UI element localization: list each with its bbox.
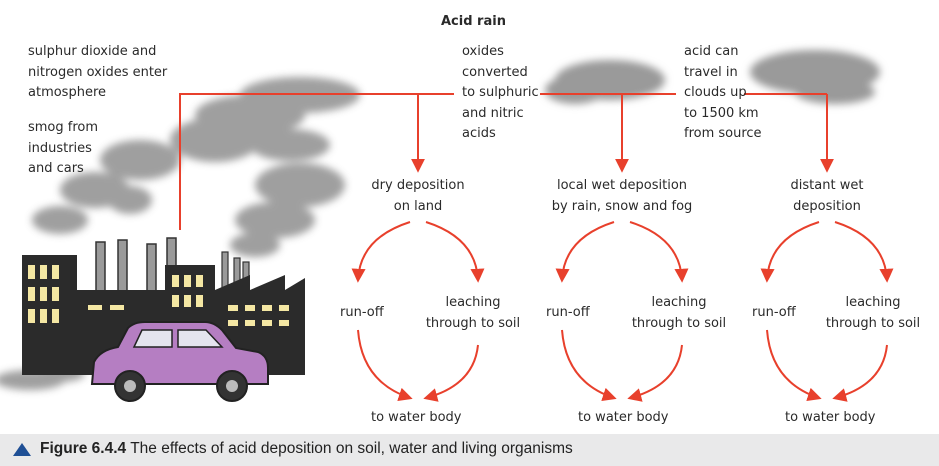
- arrow-to-leaching-dry: [425, 221, 485, 283]
- leaching-label-local-wet: leaching through to soil: [631, 295, 727, 331]
- caption-description: The effects of acid deposition on soil, …: [130, 440, 573, 457]
- leaching-label-dry: leaching through to soil: [425, 295, 521, 331]
- deposition-cycles: [351, 221, 894, 402]
- runoff-label-distant-wet: run-off: [752, 305, 796, 320]
- runoff-label-dry: run-off: [340, 305, 384, 320]
- clouds: [545, 50, 880, 104]
- arrow-runoff-to-water-dry: [357, 329, 413, 402]
- figure-number: Figure 6.4.4: [40, 440, 127, 457]
- smog-label: smog from industries and cars: [28, 120, 99, 176]
- travel-label: acid can travel in clouds up to 1500 km …: [684, 44, 762, 141]
- arrow-leaching-to-water-dry: [423, 344, 479, 402]
- arrow-runoff-to-water-local-wet: [561, 329, 617, 402]
- arrow-runoff-to-water-distant-wet: [766, 329, 822, 402]
- figure-caption: Figure 6.4.4 The effects of acid deposit…: [0, 434, 939, 466]
- deposition-label-dry: dry deposition on land: [371, 178, 465, 214]
- car: [90, 321, 269, 402]
- emissions-label: sulphur dioxide and nitrogen oxides ente…: [28, 44, 168, 100]
- triangle-marker-icon: [13, 443, 31, 456]
- arrow-to-runoff-local-wet: [555, 221, 615, 283]
- arrow-to-leaching-distant-wet: [834, 221, 894, 283]
- arrow-leaching-to-water-distant-wet: [832, 344, 888, 402]
- smoke-plumes: [0, 77, 360, 390]
- arrow-to-runoff-distant-wet: [760, 221, 820, 283]
- arrow-to-runoff-dry: [351, 221, 411, 283]
- arrow-leaching-to-water-local-wet: [627, 344, 683, 402]
- runoff-label-local-wet: run-off: [546, 305, 590, 320]
- destination-label-distant-wet: to water body: [785, 410, 876, 425]
- destination-label-local-wet: to water body: [578, 410, 669, 425]
- conversion-label: oxides converted to sulphuric and nitric…: [462, 44, 539, 141]
- caption-text: Figure 6.4.4 The effects of acid deposit…: [40, 440, 573, 458]
- pathway-connectors: [179, 93, 834, 230]
- deposition-label-distant-wet: distant wet deposition: [790, 178, 864, 214]
- destination-label-dry: to water body: [371, 410, 462, 425]
- leaching-label-distant-wet: leaching through to soil: [825, 295, 921, 331]
- deposition-label-local-wet: local wet deposition by rain, snow and f…: [551, 178, 693, 214]
- arrow-to-leaching-local-wet: [629, 221, 689, 283]
- diagram-title: Acid rain: [441, 14, 506, 29]
